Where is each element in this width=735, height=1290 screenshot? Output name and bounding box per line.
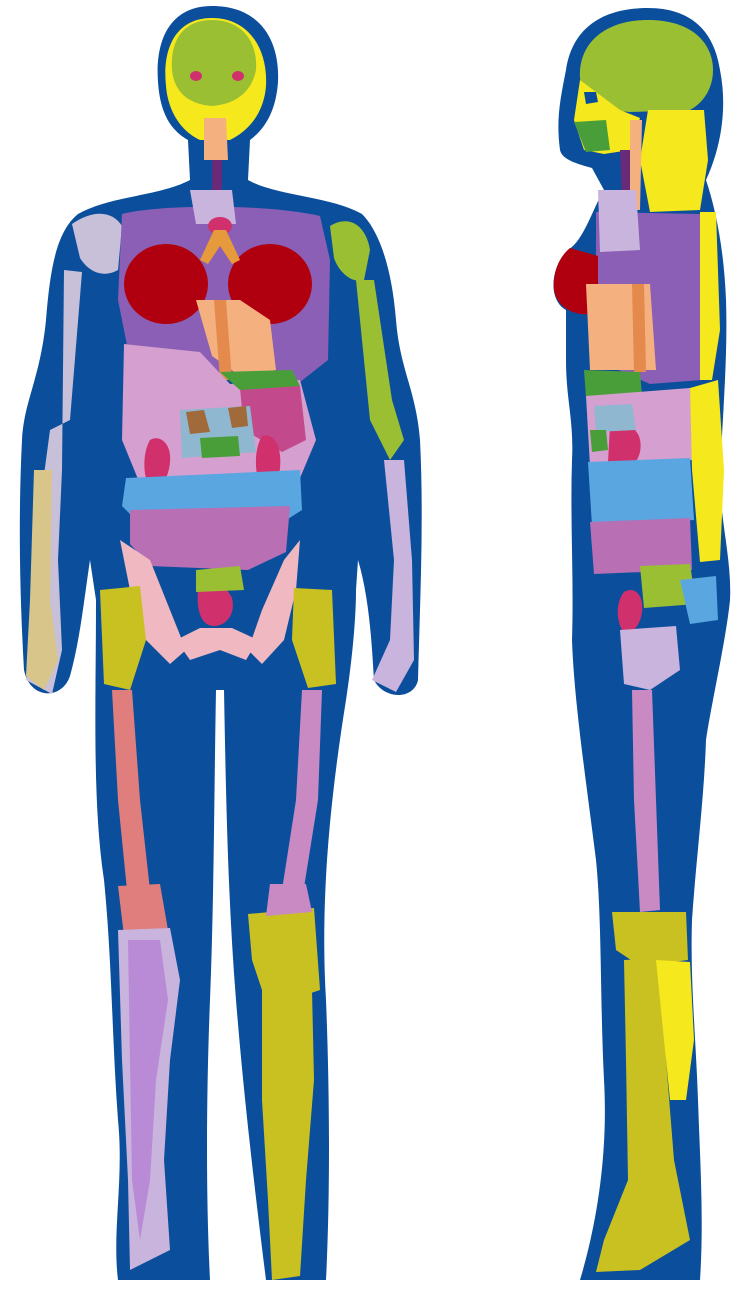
front-left-knee bbox=[118, 884, 168, 936]
front-view bbox=[20, 6, 422, 1280]
side-neck-yellow bbox=[640, 110, 708, 212]
front-bowel-green bbox=[200, 436, 240, 458]
front-brain bbox=[172, 20, 256, 106]
front-eye-right bbox=[232, 71, 244, 81]
front-right-knee-pink bbox=[266, 884, 312, 916]
front-pelvis-green bbox=[196, 566, 244, 592]
front-neck-peach bbox=[204, 118, 228, 160]
side-bowel-green bbox=[590, 430, 608, 452]
side-lower-abdomen-blue bbox=[588, 458, 694, 526]
front-lung-left bbox=[124, 244, 208, 324]
side-eye-dark bbox=[584, 92, 598, 104]
front-eye-left bbox=[190, 71, 202, 81]
side-view bbox=[553, 8, 730, 1280]
side-esophagus bbox=[632, 284, 646, 372]
side-chest-light bbox=[598, 190, 640, 252]
front-colon-purple bbox=[130, 506, 290, 570]
side-bowel-blue bbox=[594, 404, 636, 432]
